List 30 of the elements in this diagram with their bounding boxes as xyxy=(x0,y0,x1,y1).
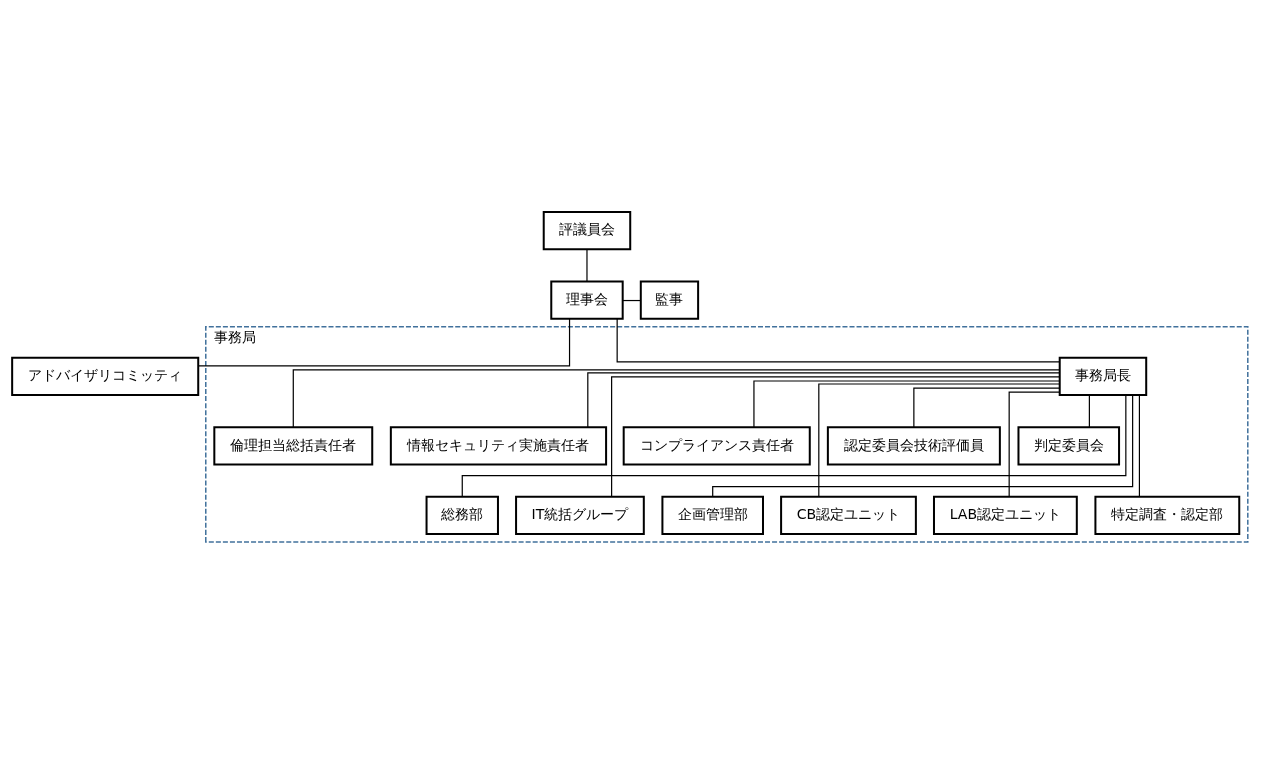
node-box: 総務部 xyxy=(425,495,499,535)
node-box: コンプライアンス責任者 xyxy=(622,425,811,465)
node-box: LAB認定ユニット xyxy=(932,495,1078,535)
node-box: 評議員会 xyxy=(542,210,632,250)
connector xyxy=(587,371,1061,428)
node-box: 情報セキュリティ実施責任者 xyxy=(389,425,608,465)
node-box: 監事 xyxy=(639,279,700,320)
connector xyxy=(586,248,588,282)
node-box: 倫理担当総括責任者 xyxy=(213,425,374,465)
connector xyxy=(461,394,1127,497)
node-box: 判定委員会 xyxy=(1017,425,1121,465)
connector xyxy=(197,317,571,366)
node-box: 理事会 xyxy=(550,279,624,320)
node-box: 認定委員会技術評価員 xyxy=(826,425,1001,465)
node-box: IT統括グループ xyxy=(515,495,645,535)
node-box: 事務局長 xyxy=(1058,356,1148,396)
connector xyxy=(1008,390,1061,497)
connector xyxy=(616,317,1061,362)
node-box: 特定調査・認定部 xyxy=(1094,495,1241,535)
connector xyxy=(753,379,1061,428)
connector xyxy=(1088,394,1090,428)
connector xyxy=(818,382,1061,497)
node-box: 企画管理部 xyxy=(661,495,764,535)
node-box: アドバイザリコミッティ xyxy=(11,356,200,396)
connector xyxy=(1138,394,1141,497)
connector xyxy=(611,375,1060,497)
connector xyxy=(913,386,1061,428)
connector xyxy=(712,394,1134,497)
connector xyxy=(292,368,1061,428)
node-box: CB認定ユニット xyxy=(780,495,917,535)
